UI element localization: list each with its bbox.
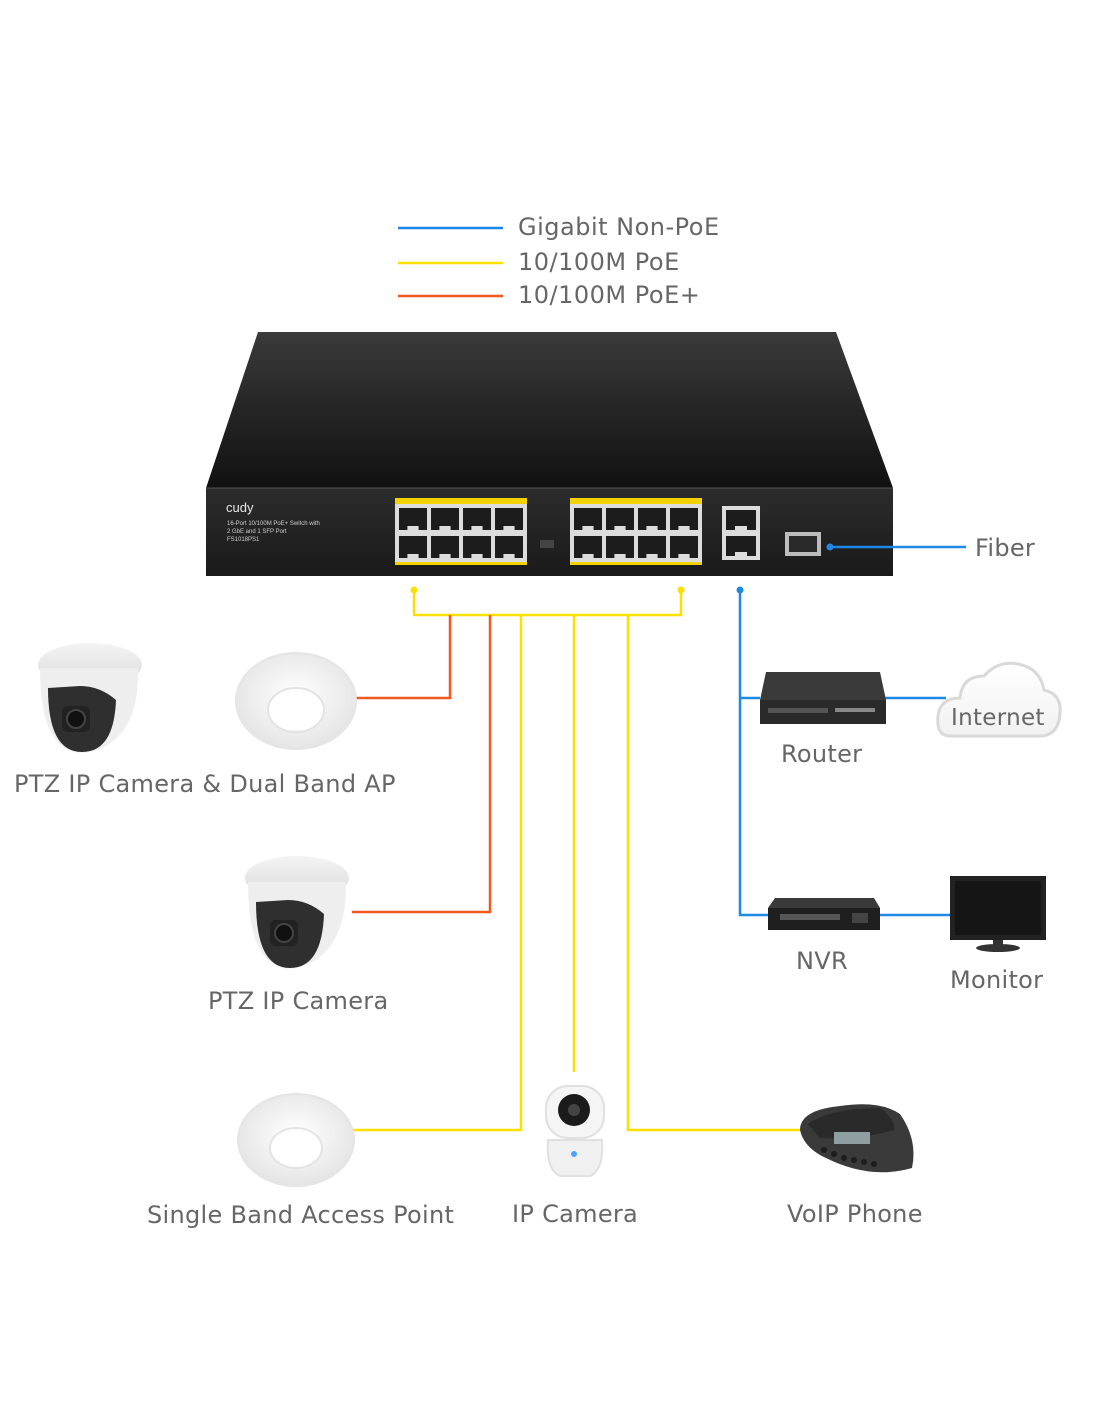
rj45-port-notch (614, 554, 626, 558)
rj45-port (495, 508, 523, 530)
wire-poeplus-ap (356, 615, 452, 700)
ip-camera-device (545, 1085, 605, 1177)
switch-model: FS1018PS1 (227, 537, 260, 543)
wire-poeplus-ptz (352, 615, 492, 914)
legend-label-gigabit: Gigabit Non-PoE (518, 213, 720, 241)
ptz-camera-1 (38, 643, 142, 753)
wire-gigabit-main (738, 590, 768, 917)
rj45-port (726, 510, 756, 530)
single-band-ap (237, 1093, 355, 1187)
monitor-device (950, 876, 1046, 952)
rj45-port-notch (678, 526, 690, 530)
label-monitor: Monitor (950, 966, 1044, 994)
legend-label-poe-plus: 10/100M PoE+ (518, 281, 701, 309)
switch-desc-line2: 2 GbE and 1 SFP Port (227, 529, 287, 535)
rj45-port (463, 508, 491, 530)
switch-desc-line1: 16-Port 10/100M PoE+ Switch with (227, 521, 320, 527)
rj45-port (399, 536, 427, 558)
label-ptz: PTZ IP Camera (208, 987, 389, 1015)
rj45-port-notch (735, 552, 747, 556)
rj45-port (638, 536, 666, 558)
rj45-port-notch (735, 526, 747, 530)
ptz-camera-2 (245, 856, 349, 969)
rj45-ports (399, 508, 756, 558)
rj45-port (574, 536, 602, 558)
label-single-ap: Single Band Access Point (147, 1201, 455, 1229)
rj45-port-notch (407, 526, 419, 530)
rj45-port-notch (503, 554, 515, 558)
rj45-port-notch (503, 526, 515, 530)
rj45-port-notch (678, 554, 690, 558)
wire-poe-voip (626, 615, 800, 1132)
rj45-port-notch (582, 554, 594, 558)
rj45-port (670, 536, 698, 558)
rj45-port (606, 508, 634, 530)
router-device (760, 672, 886, 724)
label-ip-camera: IP Camera (512, 1200, 639, 1228)
label-nvr: NVR (796, 947, 848, 975)
rj45-port (463, 536, 491, 558)
voip-phone-device (800, 1104, 914, 1173)
label-fiber: Fiber (975, 534, 1036, 562)
dual-band-ap (235, 652, 357, 750)
nvr-device (768, 898, 880, 930)
rj45-port (431, 508, 459, 530)
switch-description: 16-Port 10/100M PoE+ Switch with 2 GbE a… (227, 520, 320, 544)
rj45-port (399, 508, 427, 530)
rj45-port (670, 508, 698, 530)
rj45-port-notch (471, 526, 483, 530)
wire-poe-bus (412, 590, 683, 617)
rj45-port-notch (614, 526, 626, 530)
rj45-port (574, 508, 602, 530)
rj45-port-notch (439, 554, 451, 558)
label-voip: VoIP Phone (787, 1200, 923, 1228)
label-router: Router (781, 740, 863, 768)
switch-brand: cudy (226, 500, 254, 515)
rj45-port-notch (439, 526, 451, 530)
rj45-port (726, 536, 756, 556)
rj45-port (495, 536, 523, 558)
rj45-port-notch (646, 554, 658, 558)
legend-label-poe: 10/100M PoE (518, 248, 680, 276)
label-internet: Internet (951, 705, 1045, 731)
rj45-port-notch (646, 526, 658, 530)
rj45-port (606, 536, 634, 558)
rj45-port-notch (471, 554, 483, 558)
wire-poe-single-ap (352, 615, 523, 1132)
label-ptz-ap: PTZ IP Camera & Dual Band AP (14, 770, 396, 798)
rj45-port-notch (407, 554, 419, 558)
rj45-port (638, 508, 666, 530)
rj45-port (431, 536, 459, 558)
wires (352, 543, 966, 1132)
internet-cloud (936, 661, 1062, 738)
rj45-port-notch (582, 526, 594, 530)
